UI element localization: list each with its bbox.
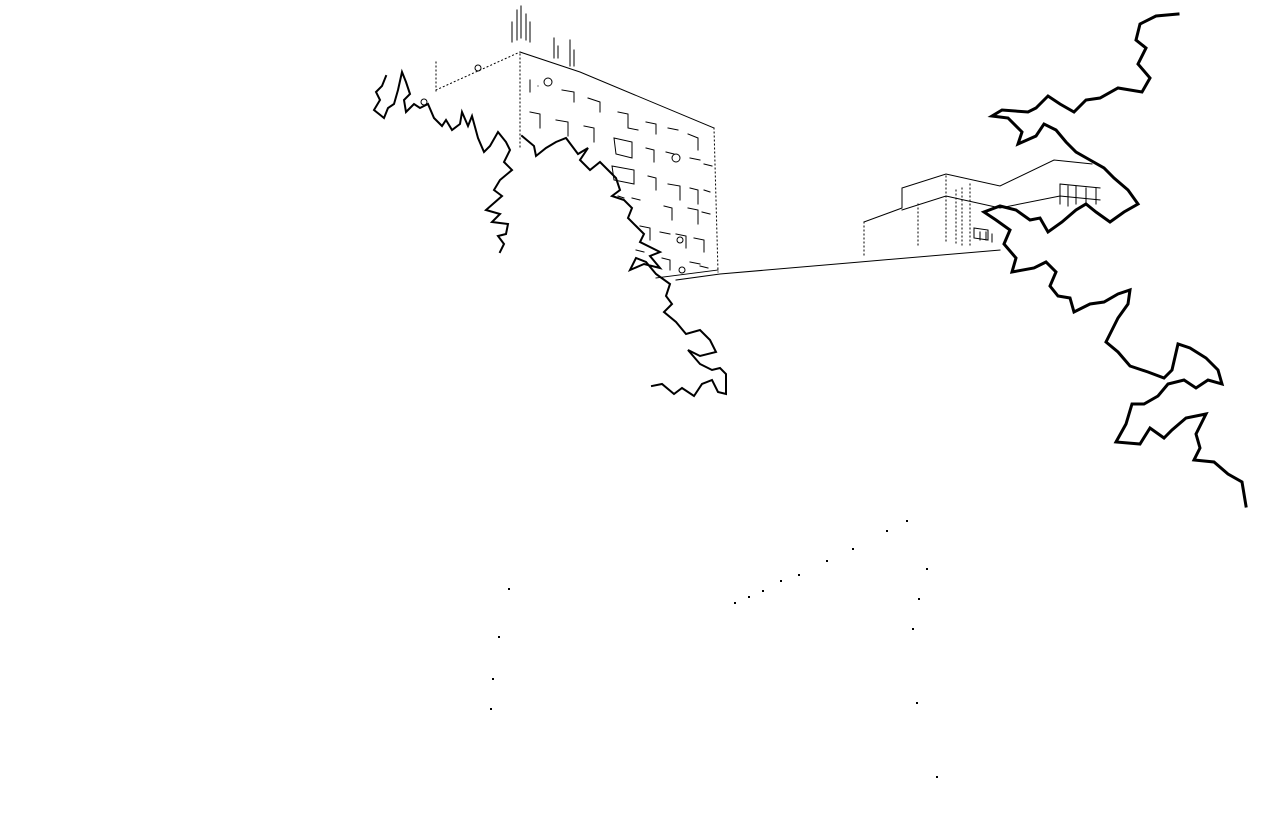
ground-dot-pattern — [490, 520, 938, 778]
left-wall-edge — [435, 53, 521, 151]
facade-right-edge — [713, 127, 719, 273]
left-shrub-outline — [372, 68, 514, 254]
roof-edge-right — [519, 51, 715, 129]
center-shrub-outline — [520, 134, 727, 398]
connecting-wire — [675, 249, 1001, 281]
window-grid — [420, 64, 713, 274]
antenna-cluster — [511, 5, 575, 67]
facade-bottom-edge — [655, 269, 719, 279]
roof-edge-left — [435, 51, 521, 91]
low-building — [863, 159, 1101, 257]
right-hedge-outline — [980, 12, 1248, 508]
tall-building — [420, 5, 719, 279]
